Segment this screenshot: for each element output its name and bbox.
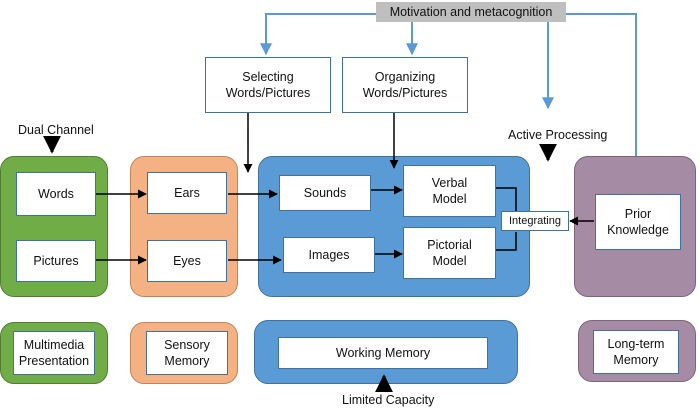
verbal-model-box: Verbal Model	[403, 165, 496, 217]
prior-knowledge-box: Prior Knowledge	[595, 194, 681, 250]
integrating-box: Integrating	[501, 211, 569, 231]
eyes-box: Eyes	[147, 240, 227, 282]
active-processing-label: Active Processing	[508, 128, 608, 142]
long-term-memory-label: Long-term Memory	[593, 330, 679, 374]
working-memory-label: Working Memory	[278, 337, 488, 369]
words-box: Words	[16, 172, 96, 216]
pictures-box: Pictures	[16, 240, 96, 282]
pictorial-to-integrating-arrow	[496, 232, 517, 251]
dual-channel-label: Dual Channel	[18, 123, 94, 137]
feedback-line-top	[265, 13, 380, 48]
feedback-line-top-right	[564, 13, 637, 156]
ears-box: Ears	[147, 172, 227, 214]
verbal-to-integrating-arrow	[496, 187, 517, 212]
pictorial-model-box: Pictorial Model	[403, 227, 496, 279]
sounds-box: Sounds	[279, 175, 371, 211]
sensory-memory-label: Sensory Memory	[146, 331, 228, 375]
images-box: Images	[283, 237, 375, 273]
organizing-box: Organizing Words/Pictures	[342, 57, 468, 113]
selecting-box: Selecting Words/Pictures	[205, 57, 331, 113]
multimedia-presentation-label: Multimedia Presentation	[13, 331, 95, 375]
motivation-metacognition-bar: Motivation and metacognition	[376, 2, 566, 22]
limited-capacity-label: Limited Capacity	[342, 393, 435, 407]
